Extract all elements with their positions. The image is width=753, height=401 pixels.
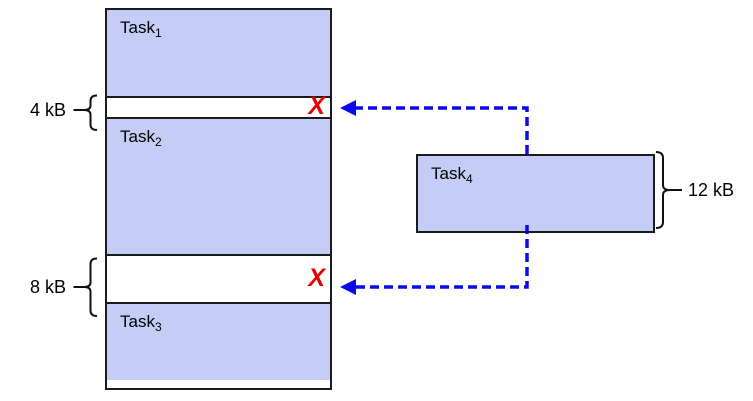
- arrowhead-8kb-icon: [340, 279, 356, 295]
- free-gap-8kb: X: [107, 256, 330, 304]
- task4-label-subscript: 4: [465, 172, 473, 186]
- memory-column: Task1 X Task2 X Task3: [105, 8, 332, 390]
- task2-label-text: Task: [120, 127, 155, 146]
- task3-label-subscript: 3: [154, 320, 162, 334]
- task4-label: Task4: [431, 164, 473, 186]
- task2-label: Task2: [120, 127, 162, 149]
- task4-block: Task4: [416, 154, 655, 233]
- task1-label-subscript: 1: [154, 26, 162, 40]
- task3-block: Task3: [107, 304, 330, 380]
- reject-x-icon: X: [308, 263, 325, 292]
- brace-4kb-icon: [83, 94, 98, 131]
- dashed-arrow-to-8kb-gap: [353, 225, 529, 289]
- gap2-size-label: 8 kB: [29, 277, 66, 297]
- brace-8kb-icon: [83, 257, 98, 317]
- task4-size-label: 12 kB: [688, 180, 735, 200]
- task2-label-subscript: 2: [154, 135, 162, 149]
- task4-label-text: Task: [431, 164, 466, 183]
- arrowhead-4kb-icon: [340, 100, 356, 116]
- gap1-size-label: 4 kB: [29, 100, 66, 120]
- brace-12kb-icon: [655, 151, 671, 229]
- free-gap-4kb: X: [107, 94, 330, 119]
- task1-block: Task1: [107, 10, 330, 98]
- dashed-arrow-to-4kb-gap: [353, 106, 529, 154]
- task1-label: Task1: [120, 18, 162, 40]
- task1-label-text: Task: [120, 18, 155, 37]
- task3-label-text: Task: [120, 312, 155, 331]
- task3-label: Task3: [120, 312, 162, 334]
- reject-x-icon: X: [308, 92, 325, 120]
- task2-block: Task2: [107, 119, 330, 256]
